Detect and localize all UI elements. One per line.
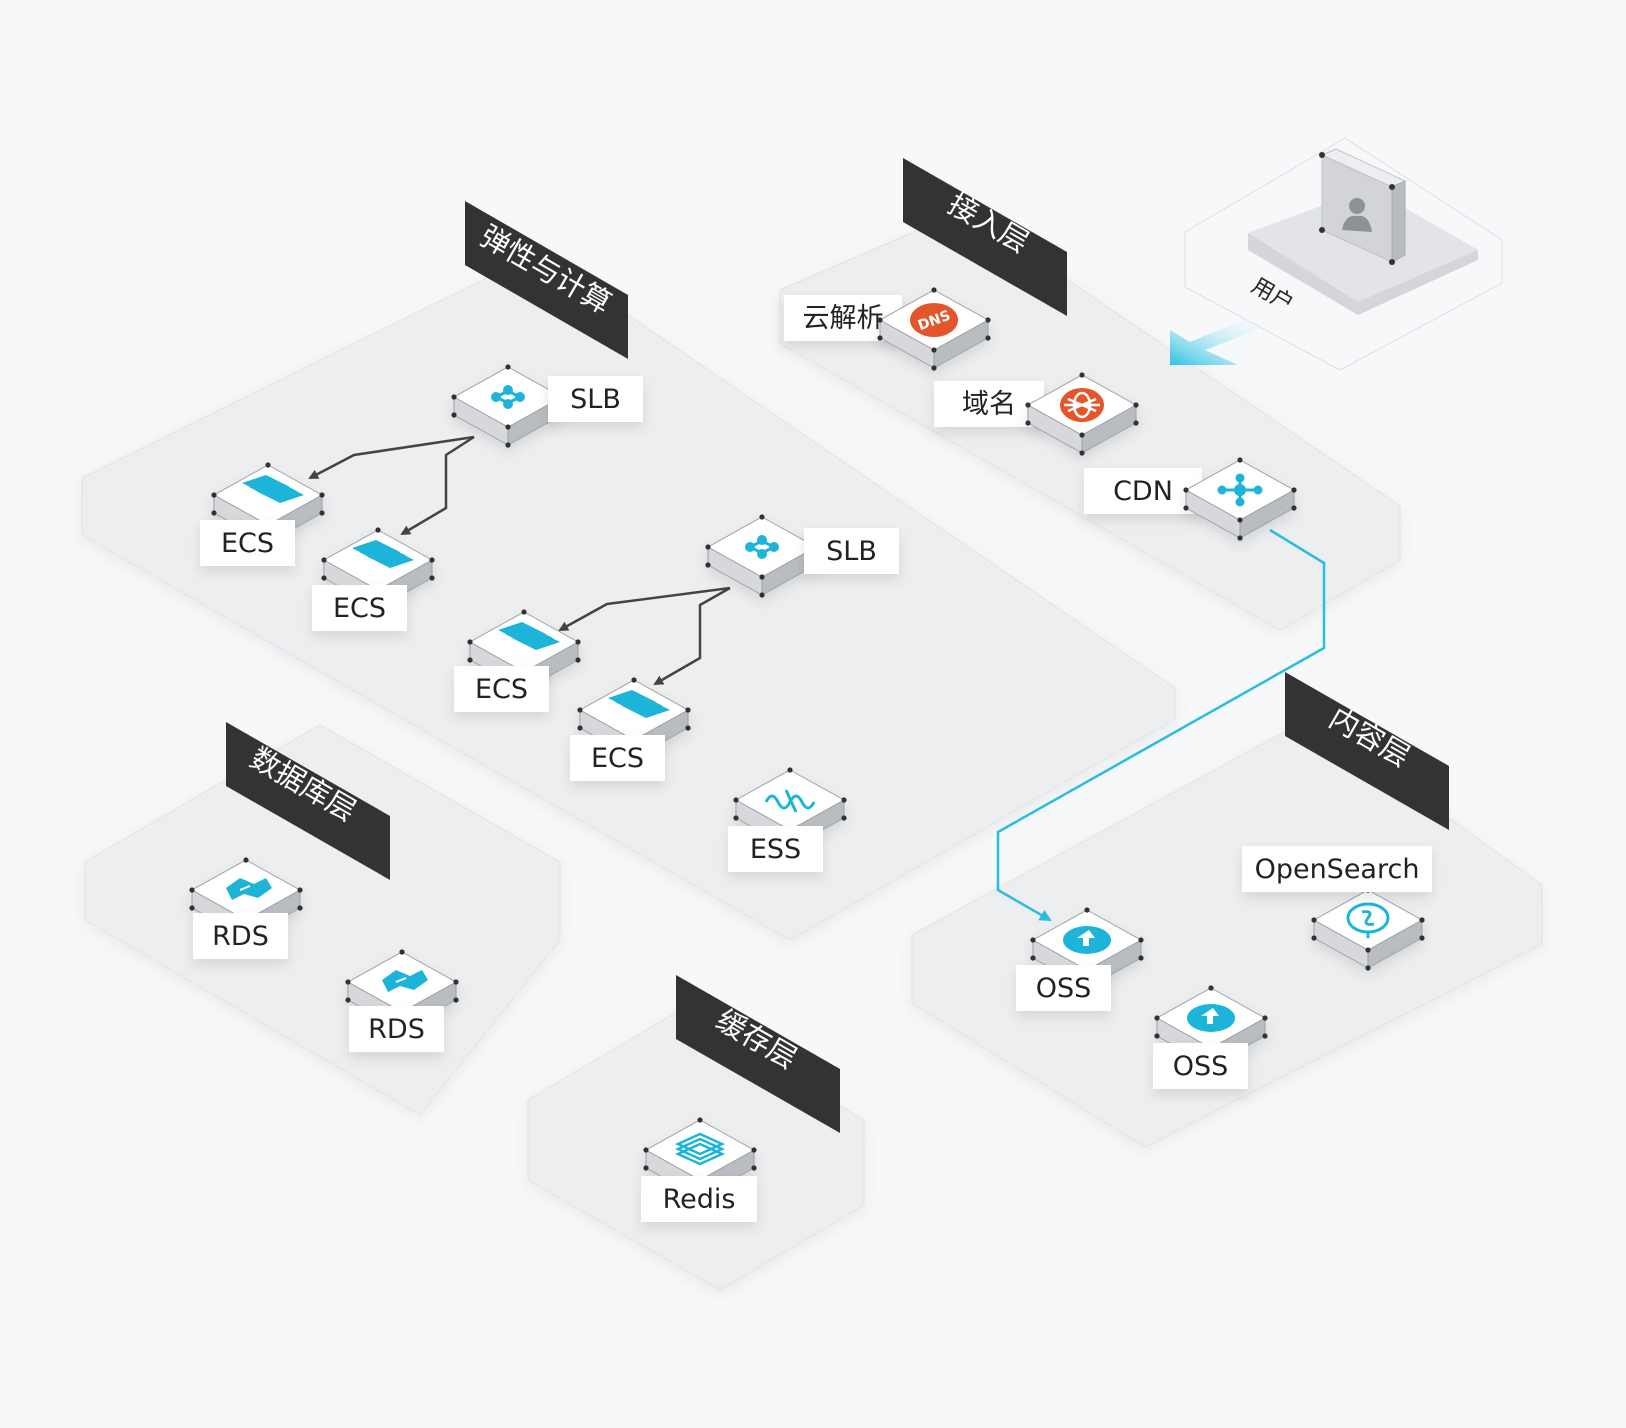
user-icon [1342,198,1372,232]
slb2-label-box: SLB [804,528,899,574]
oss2-label: OSS [1173,1051,1229,1082]
cdn-label: CDN [1113,476,1173,507]
slb2-label: SLB [826,536,877,567]
ecs-icon [498,622,560,650]
oss1-label-box: OSS [1016,965,1111,1011]
ecs1-label: ECS [221,528,274,559]
slb-icon [491,385,525,409]
ecs-icon [242,475,304,503]
oss1-label: OSS [1036,973,1092,1004]
opensearch-label-box: OpenSearch [1242,846,1432,892]
ecs-icon [608,690,670,718]
ess-label: ESS [750,834,801,865]
oss-icon [1187,1004,1235,1032]
user-to-access-arrow [1170,315,1270,365]
domain-label: 域名 [962,389,1016,420]
cdn-icon [1217,473,1263,507]
rds2-label: RDS [368,1014,425,1045]
cdn-device[interactable] [1183,457,1297,541]
opensearch-icon [1346,902,1390,938]
slb-icon [745,535,779,559]
redis-label: Redis [663,1184,736,1215]
user-node: 用户 [1247,148,1478,317]
redis-icon [674,1132,726,1166]
ecs-icon [352,540,414,568]
ecs4-label: ECS [591,743,644,774]
rds-icon [382,970,428,992]
ecs4-device[interactable] [577,677,691,761]
ecs4-label-box: ECS [570,735,665,781]
slb1-label-box: SLB [548,376,643,422]
rds-icon [226,878,272,900]
opensearch-label: OpenSearch [1255,854,1420,885]
ecs1-label-box: ECS [200,520,295,566]
ecs2-label-box: ECS [312,585,407,631]
rds1-label: RDS [212,921,269,952]
connectors [308,435,731,686]
dns-device[interactable]: DNS [877,287,991,371]
ecs2-label: ECS [333,593,386,624]
layer-tags: 弹性与计算 接入层 数据库层 缓存层 内容层 [226,158,1449,1133]
slb2-device[interactable] [705,514,819,598]
redis-label-box: Redis [641,1176,757,1222]
ess-label-box: ESS [728,826,823,872]
connector-slb2-ecs3 [558,586,731,632]
ess-icon [764,789,816,813]
slb1-label: SLB [570,384,621,415]
layer-tag-access: 接入层 [903,158,1067,316]
ecs3-label: ECS [475,674,528,705]
cdn-label-box: CDN [1084,468,1202,514]
dns-label-box: 云解析 [784,295,902,341]
connector-cdn-oss [996,528,1326,922]
dns-label: 云解析 [803,303,884,334]
domain-device[interactable] [1025,372,1139,456]
rds2-label-box: RDS [349,1006,444,1052]
nodes: SLB ECS ECS SLB ECS ECS ESS 云解析 DNS 域名 CDN RDS RDS Re… [189,287,1432,1222]
ecs2-device[interactable] [321,527,435,611]
connector-slb1-ecs2 [400,435,475,536]
rds1-label-box: RDS [193,913,288,959]
domain-icon [1060,388,1104,422]
opensearch-device[interactable] [1311,887,1425,971]
connector-slb1-ecs1 [308,435,475,480]
connector-slb2-ecs4 [653,586,731,686]
oss2-label-box: OSS [1153,1043,1248,1089]
ecs3-label-box: ECS [454,666,549,712]
oss-icon [1063,926,1111,954]
dns-icon: DNS [910,303,958,337]
